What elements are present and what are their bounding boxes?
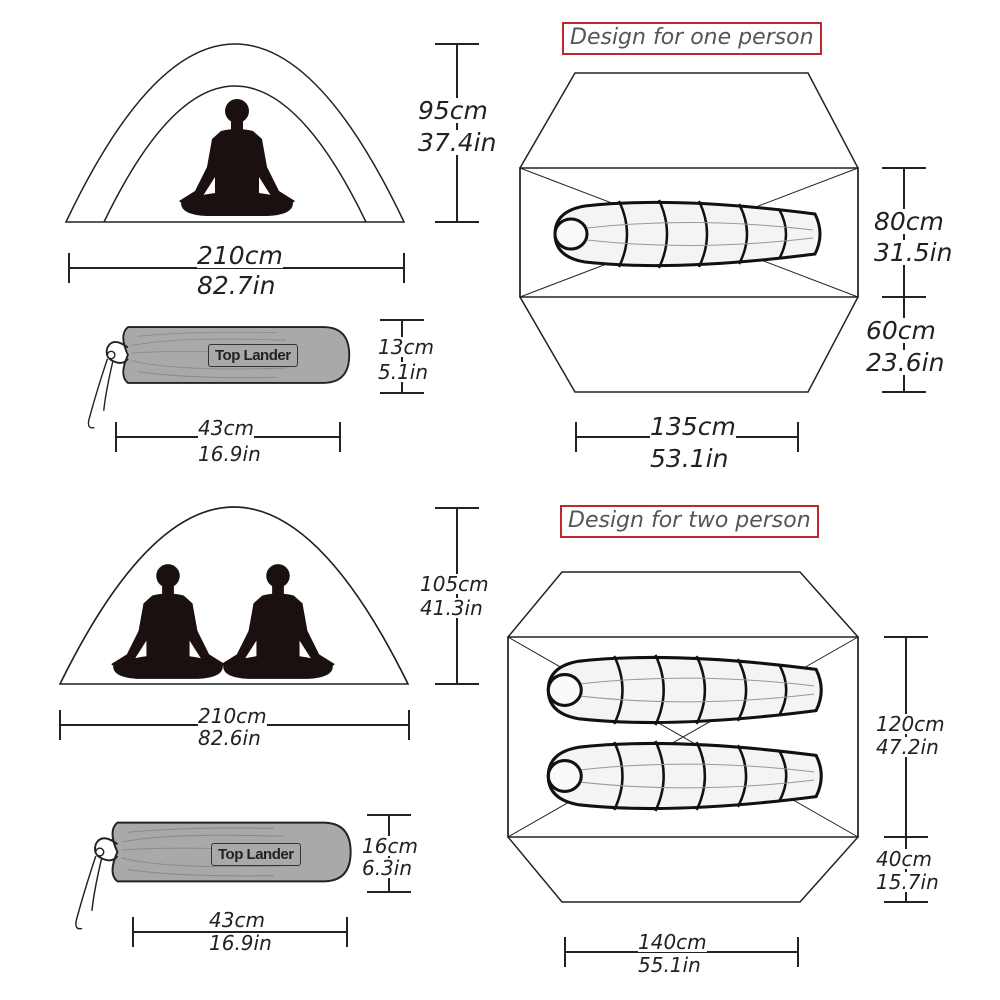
stuff-sack-one — [87, 326, 351, 429]
one-inner-depth-cm: 80cm — [874, 207, 944, 236]
sleeping-bag-two-0 — [546, 653, 823, 727]
one-bag-brand-label: Top Lander — [208, 344, 298, 367]
floor-two-inner — [507, 636, 859, 838]
two-height-in: 41.3in — [420, 596, 483, 620]
sleeping-bag-two-1 — [546, 739, 823, 813]
one-vestibule-in: 23.6in — [866, 348, 945, 377]
one-floor-width-cm: 135cm — [650, 412, 736, 441]
two-bag-brand-label: Top Lander — [211, 843, 301, 866]
one-bag-dia-in: 5.1in — [378, 360, 429, 384]
title-one-person: Design for one person — [562, 22, 822, 55]
two-vestibule-in: 15.7in — [876, 870, 939, 894]
two-inner-depth-cm: 120cm — [876, 712, 945, 736]
tent-two-inner-arc — [59, 506, 409, 685]
one-bag-len-cm: 43cm — [198, 416, 254, 440]
two-bag-dia-cm: 16cm — [362, 834, 418, 858]
two-bag-len-cm: 43cm — [209, 908, 265, 932]
two-bag-len-in: 16.9in — [209, 931, 272, 955]
tent-one-inner-arc — [103, 85, 367, 223]
sleeping-bag-one-0 — [553, 198, 822, 270]
two-vestibule-cm: 40cm — [876, 847, 932, 871]
two-width-in: 82.6in — [198, 726, 261, 750]
one-floor-width-in: 53.1in — [650, 444, 729, 473]
floor-one-inner — [519, 167, 859, 298]
one-bag-dia-cm: 13cm — [378, 335, 434, 359]
one-bag-len-in: 16.9in — [198, 442, 261, 466]
one-width-cm: 210cm — [197, 241, 283, 270]
two-floor-width-in: 55.1in — [638, 953, 701, 977]
one-inner-depth-in: 31.5in — [874, 238, 953, 267]
two-bag-dia-in: 6.3in — [362, 856, 413, 880]
one-height-in: 37.4in — [418, 128, 497, 157]
two-height-cm: 105cm — [420, 572, 489, 596]
one-height-cm: 95cm — [418, 96, 488, 125]
one-vestibule-cm: 60cm — [866, 316, 936, 345]
two-floor-width-cm: 140cm — [638, 930, 707, 954]
one-width-in: 82.7in — [197, 271, 276, 300]
title-two-person: Design for two person — [560, 505, 819, 538]
two-width-cm: 210cm — [198, 704, 267, 728]
two-inner-depth-in: 47.2in — [876, 735, 939, 759]
